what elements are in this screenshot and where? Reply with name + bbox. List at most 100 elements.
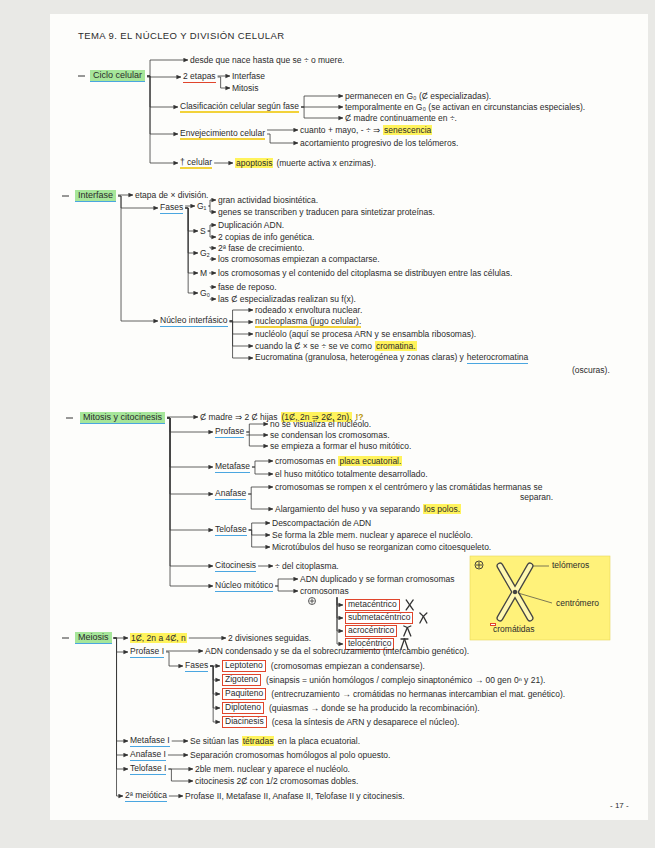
tree-arrow (218, 76, 230, 77)
tree-arrow (147, 60, 188, 76)
text-line: Clasificación celular según fase (180, 101, 299, 114)
text-line: Alargamiento del huso y va separandolos … (275, 504, 461, 515)
text-line: (entrecruzamiento → cromátidas no herman… (271, 689, 565, 700)
note-text: los cromosomas empiezan a compactarse. (218, 254, 380, 265)
text-line: Telofase I (130, 763, 166, 775)
text-line: 1Ȼ, 2n a 4Ȼ, n (130, 633, 187, 644)
tree-arrow (208, 231, 216, 237)
node-text: Interfase (78, 190, 113, 201)
note-text: gran actividad biosintética. (218, 195, 318, 206)
bullet-dash (66, 418, 73, 419)
text-line: Profase I (130, 646, 164, 658)
paper-sheet (50, 14, 648, 820)
text-line: (cromosomas empiezan a condensarse). (271, 661, 425, 672)
node-text: submetacéntrico (348, 613, 410, 623)
tree-arrow (218, 77, 230, 88)
note-text: (cromosomas empiezan a condensarse). (271, 661, 425, 672)
note-text: Descompactación de ADN (272, 518, 371, 529)
tree-arrow (275, 586, 298, 591)
text-line: (cesa la síntesis de ARN y desaparece el… (272, 717, 460, 728)
tree-arrow (210, 299, 216, 300)
note-text: ADN duplicado y se forman cromosomas (300, 574, 454, 585)
text-line: cromosomas (300, 586, 349, 597)
text-line: el huso mitótico totalmente desarrollado… (275, 469, 428, 480)
note-text: Se sitúan las (190, 736, 239, 747)
text-line: desde que nace hasta que se ÷ o muere. (190, 55, 344, 66)
text-line: 2 copias de info genética. (218, 232, 314, 243)
pin-symbol (309, 598, 316, 605)
note-text: (entrecruzamiento → cromátidas no herman… (271, 689, 565, 700)
text-line: apoptosis(muerte activa x enzimas). (235, 158, 376, 169)
tree-arrow (301, 96, 343, 107)
tree-arrow (147, 76, 178, 134)
tree-arrow (275, 579, 298, 586)
tree-arrow (167, 418, 213, 566)
text-line: Se forma la 2ble mem. nuclear y aparece … (272, 530, 473, 541)
note-text: † celular (180, 157, 212, 170)
text-line: (oscuras). (572, 365, 610, 376)
text-line: Anafase I (130, 749, 166, 761)
text-line: ÷ del citoplasma. (275, 561, 339, 572)
note-text: Ȼ madre continuamente en ÷. (345, 113, 457, 124)
term-box: submetacéntrico (345, 612, 413, 625)
note-text: separan. (520, 492, 553, 503)
tree-arrow (168, 769, 193, 770)
note-text: desde que nace hasta que se ÷ o muere. (190, 55, 344, 66)
note-text: acortamiento progresivo de los telómeros… (300, 138, 458, 149)
note-text: ÷ del citoplasma. (275, 561, 339, 572)
tree-arrow (252, 467, 273, 474)
text-line: se condensan los cromosomas. (270, 430, 390, 441)
text-line: 2ble mem. nuclear y aparece el nucléolo. (195, 764, 350, 775)
page-title: TEMA 9. EL NÚCLEO Y DIVISIÓN CELULAR (78, 30, 284, 41)
tree-arrow (118, 195, 133, 196)
note-text: se empieza a formar el huso mitótico. (270, 441, 411, 452)
text-line: Metafase (215, 461, 250, 473)
text-line: Citocinesis (215, 560, 256, 572)
note-text: G₂ (200, 248, 210, 259)
note-text: placa ecuatorial. (338, 456, 402, 467)
bullet-dash (78, 76, 85, 77)
tree-arrow (167, 418, 213, 586)
text-line: Mitosis (232, 83, 258, 94)
note-text: no se visualiza el nucléolo. (270, 419, 371, 430)
node-text: cromátidas (493, 625, 535, 635)
note-text: Anafase I (130, 749, 166, 761)
text-line: Núcleo mitótico (215, 580, 273, 592)
text-line: Ȼ madre continuamente en ÷. (345, 113, 457, 124)
tree-arrow (168, 755, 188, 756)
note-text: G₀ (200, 288, 210, 299)
tree-arrow (230, 321, 253, 346)
note-text: cromosomas (300, 586, 349, 597)
tree-arrow (114, 638, 128, 755)
node-text: Mitosis y citocinesis (83, 412, 162, 423)
text-line: Interfase (232, 71, 265, 82)
node-text: Diacinesis (225, 717, 264, 727)
text-line: las Ȼ especializadas realizan su f(x). (218, 294, 356, 305)
note-text: las Ȼ especializadas realizan su f(x). (218, 294, 356, 305)
node-text: Meiosis (78, 632, 109, 643)
text-line: rodeado x envoltura nuclear. (255, 305, 362, 316)
note-text: el huso mitótico totalmente desarrollado… (275, 469, 428, 480)
tree-arrow (167, 418, 213, 467)
text-line: Fases (160, 202, 183, 214)
tree-arrow (166, 651, 203, 652)
text-line: Núcleo interfásico (160, 315, 228, 327)
node-text: acrocéntrico (348, 626, 394, 636)
tree-arrow (208, 200, 216, 206)
node-text: telómeros (552, 560, 589, 571)
text-line: Profase II, Metafase II, Anafase II, Tel… (185, 791, 405, 802)
note-text: 2 copias de info genética. (218, 232, 314, 243)
note-text: citocinesis 2Ȼ con 1/2 cromosomas dobles… (195, 776, 358, 787)
note-text: senescencia (383, 125, 432, 136)
text-line: cuando la Ȼ × se ÷ se ve comocromatina. (255, 341, 417, 352)
text-line: acortamiento progresivo de los telómeros… (300, 138, 458, 149)
node-text: Ciclo celular (93, 70, 142, 81)
text-line: 2 divisiones seguidas. (228, 633, 311, 644)
text-line: 2ª meiótica (125, 790, 167, 802)
note-text: temporalmente en G₀ (se activan en circu… (345, 102, 585, 113)
note-text: Duplicación ADN. (218, 220, 284, 231)
note-text: Microtúbulos del huso se reorganizan com… (272, 542, 491, 553)
tree-arrow (114, 638, 128, 769)
tree-arrow (337, 597, 343, 631)
text-line: Fases (185, 660, 208, 672)
